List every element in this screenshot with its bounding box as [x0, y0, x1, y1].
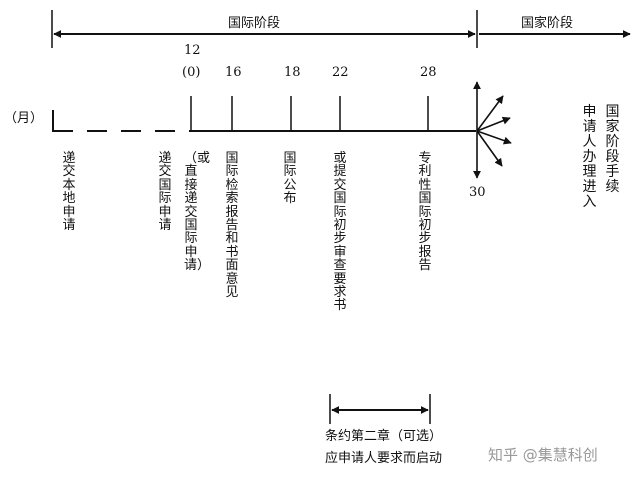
watermark-text: 知乎 @集慧科创 [488, 446, 598, 464]
event-international-publication: 国际公布 [283, 151, 297, 207]
end-month-label: 30 [469, 185, 486, 200]
event-search-report: 国际检索报告和书面意见 [225, 151, 239, 301]
axis-unit-label: （月） [4, 111, 44, 126]
tick-label-16: 16 [225, 65, 242, 80]
event-international-filing: 递交国际申请 [158, 151, 172, 234]
event-direct-international-filing: （或直接递交国际申请） [184, 151, 211, 274]
tick-label-18: 18 [284, 65, 301, 80]
national-note-col1: 国家阶段手续 [605, 104, 620, 195]
event-iprp: 专利性国际初步报告 [418, 151, 432, 274]
tick-label-28: 28 [420, 65, 437, 80]
chapter2-caption-line2: 应申请人要求而启动 [325, 451, 443, 466]
chapter2-caption-line1: 条约第二章（可选） [325, 429, 443, 444]
tick-label-12: 12 [184, 43, 201, 58]
national-entry-arrow-fan [473, 81, 512, 179]
event-demand-filing: 或提交国际初步审查要求书 [333, 151, 347, 314]
national-phase-label: 国家阶段 [521, 16, 574, 31]
national-note-col2: 申请人办理进入 [582, 104, 597, 210]
tick-label-22: 22 [332, 65, 349, 80]
international-phase-label: 国际阶段 [228, 16, 281, 31]
tick-label-start: (0) [182, 65, 201, 80]
event-local-filing: 递交本地申请 [62, 151, 76, 234]
